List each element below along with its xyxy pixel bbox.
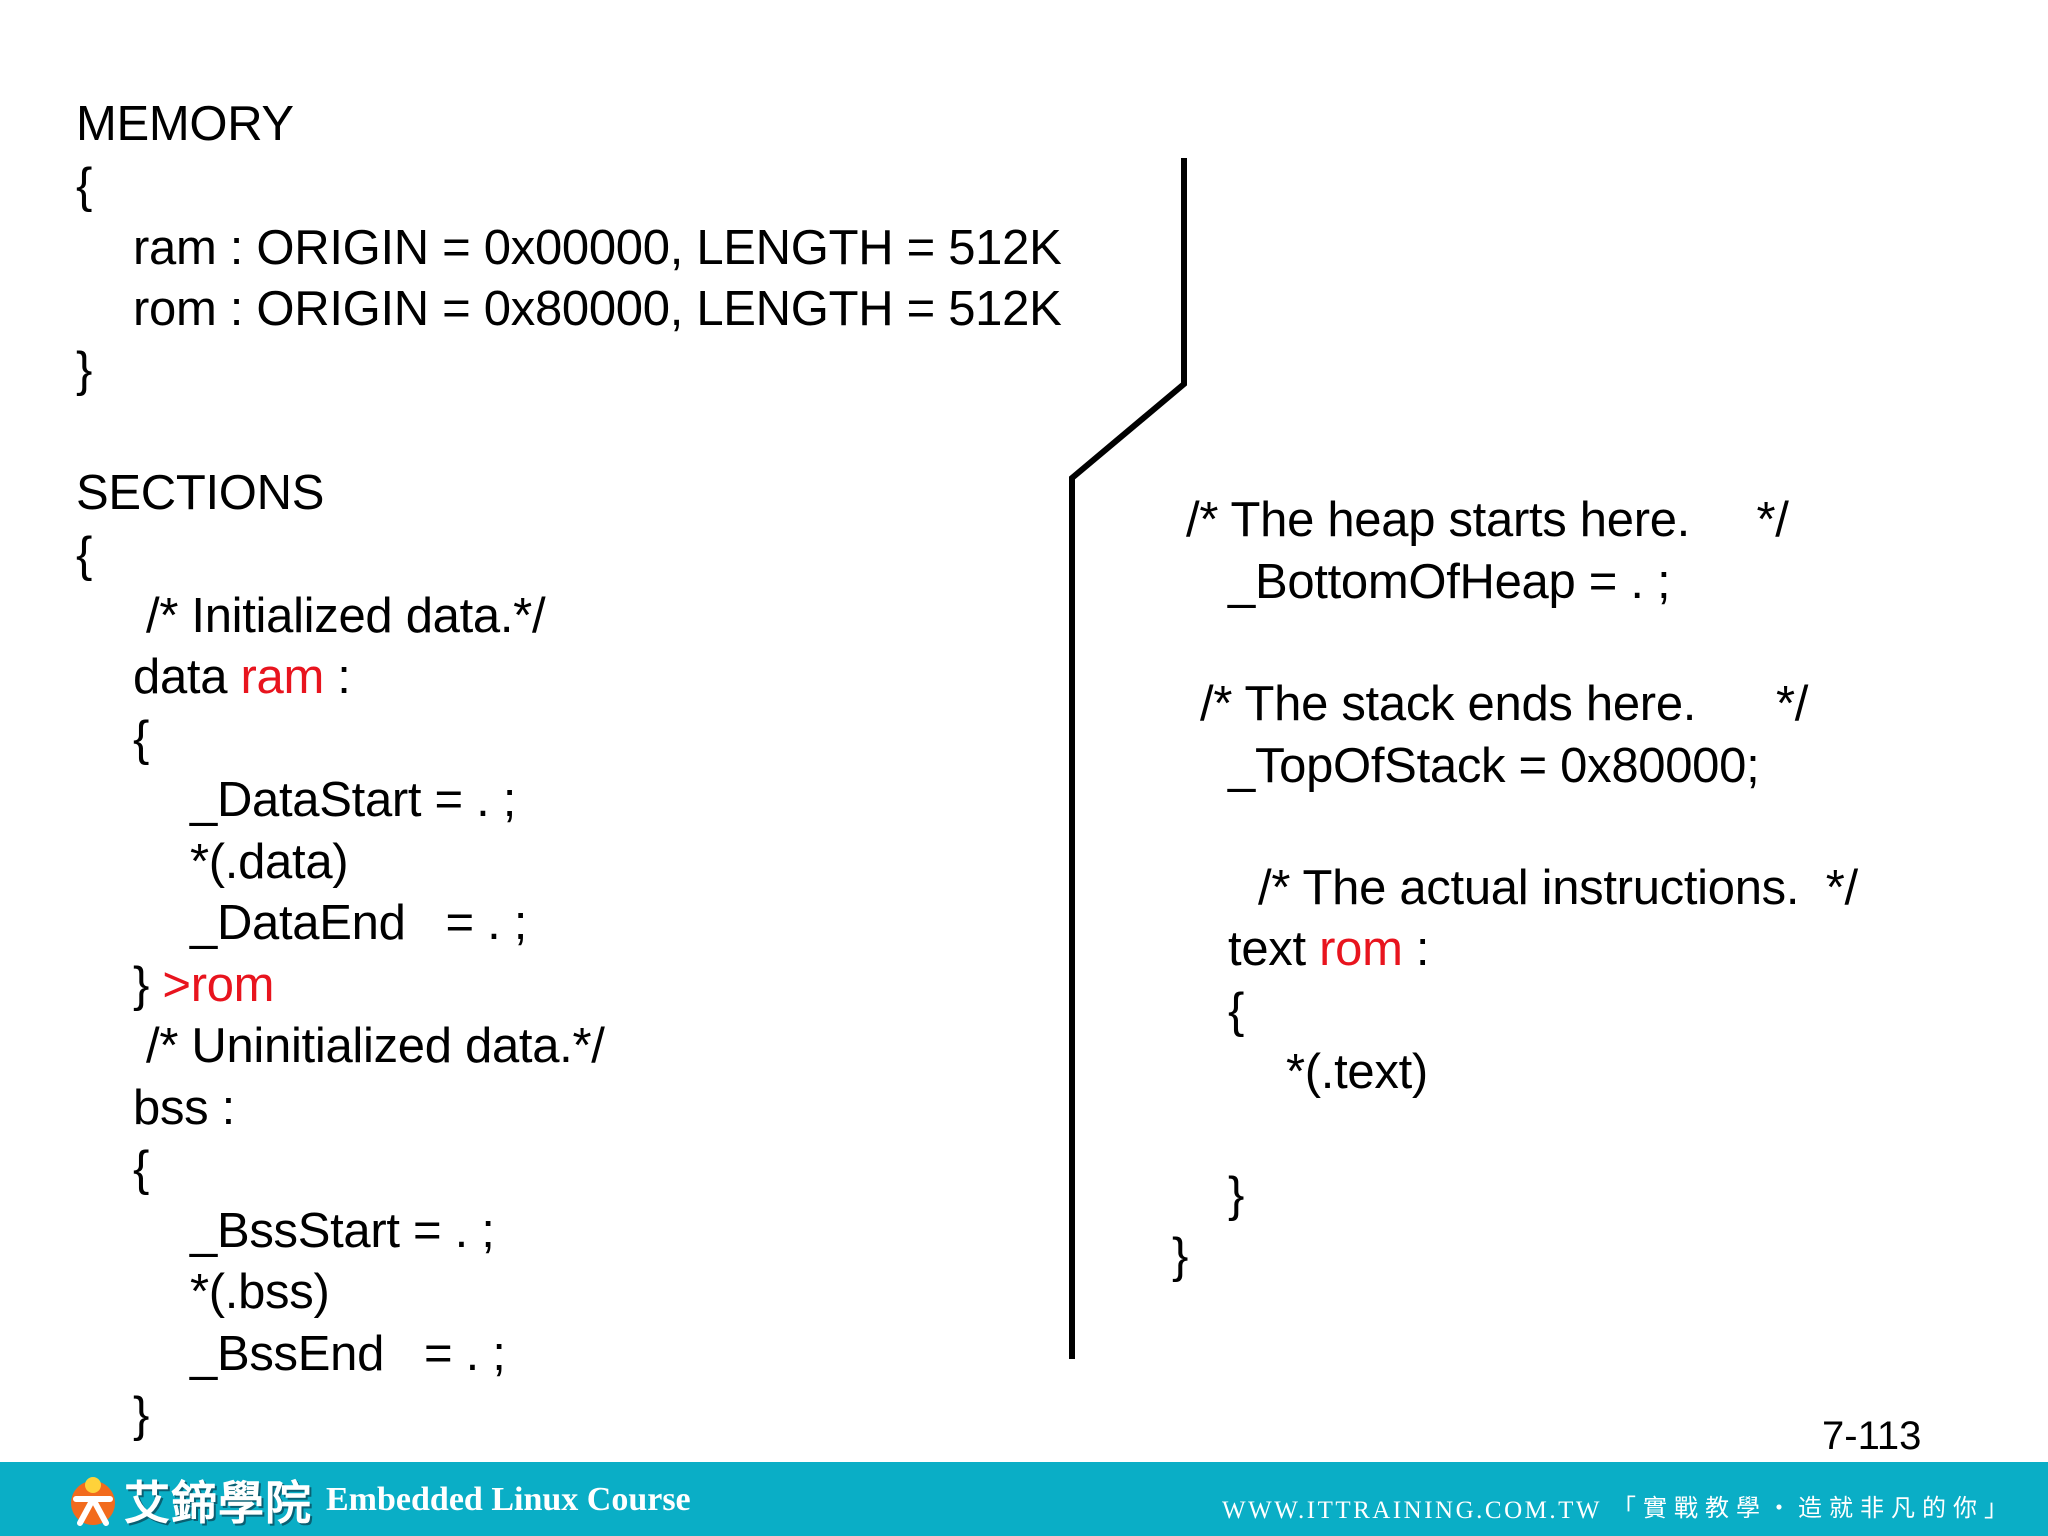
- sections-open-brace: {: [76, 528, 93, 582]
- data-open-brace: {: [133, 712, 150, 766]
- logo-text: 艾鍗學院: [124, 1476, 312, 1530]
- sections-keyword: SECTIONS: [76, 466, 325, 520]
- data-close-brace: }: [133, 958, 163, 1012]
- memory-open-brace: {: [76, 159, 93, 213]
- data-colon: :: [323, 650, 351, 704]
- data-start-line: _DataStart = . ;: [190, 773, 517, 827]
- bss-input-line: *(.bss): [190, 1265, 330, 1319]
- comment-text: /* The actual instructions. */: [1258, 861, 1858, 915]
- footer-slogan: 「實戰教學‧造就非凡的你」: [1612, 1494, 2015, 1522]
- text-colon: :: [1402, 922, 1430, 976]
- text-section-header: text rom :: [1228, 919, 1430, 979]
- rom-region-line: rom : ORIGIN = 0x80000, LENGTH = 512K: [133, 282, 1062, 336]
- sections-close-brace: }: [1172, 1229, 1189, 1283]
- data-keyword: data: [133, 650, 241, 704]
- ram-region-line: ram : ORIGIN = 0x00000, LENGTH = 512K: [133, 221, 1062, 275]
- footer-bar: 艾鍗學院 Embedded Linux Course WWW.ITTRAININ…: [0, 1462, 2048, 1536]
- data-section-header: data ram :: [133, 647, 351, 707]
- course-title: Embedded Linux Course: [326, 1481, 691, 1518]
- logo-person-icon: [71, 1477, 115, 1526]
- memory-close-brace: }: [76, 343, 93, 397]
- data-load-rom: >rom: [162, 958, 275, 1012]
- text-open-brace: {: [1228, 984, 1245, 1038]
- page-number: 7-113: [1822, 1414, 1922, 1458]
- comment-uninitialized-data: /* Uninitialized data.*/: [146, 1019, 605, 1073]
- bss-start-line: _BssStart = . ;: [190, 1204, 495, 1258]
- bss-end-line: _BssEnd = . ;: [190, 1327, 506, 1381]
- top-of-stack-line: _TopOfStack = 0x80000;: [1228, 739, 1760, 793]
- text-keyword: text: [1228, 922, 1320, 976]
- comment-initialized-data: /* Initialized data.*/: [146, 589, 546, 643]
- bss-open-brace: {: [133, 1142, 150, 1196]
- data-input-line: *(.data): [190, 835, 349, 889]
- text-region-rom: rom: [1319, 922, 1403, 976]
- footer-logo: 艾鍗學院: [66, 1470, 312, 1530]
- divider-polyline: [1069, 158, 1187, 1359]
- data-end-line: _DataEnd = . ;: [190, 896, 528, 950]
- bottom-of-heap-line: _BottomOfHeap = . ;: [1228, 555, 1671, 609]
- data-region-ram: ram: [240, 650, 324, 704]
- website-url: WWW.ITTRAINING.COM.TW: [1222, 1497, 1602, 1524]
- bss-section-header: bss :: [133, 1081, 235, 1135]
- bss-close-brace: }: [133, 1388, 150, 1442]
- text-close-brace: }: [1228, 1168, 1245, 1222]
- memory-keyword: MEMORY: [76, 97, 294, 151]
- comment-heap: /* The heap starts here. */: [1186, 493, 1789, 547]
- text-input-line: *(.text): [1286, 1045, 1428, 1099]
- comment-stack: /* The stack ends here. */: [1200, 677, 1809, 731]
- data-close-line: } >rom: [133, 955, 275, 1015]
